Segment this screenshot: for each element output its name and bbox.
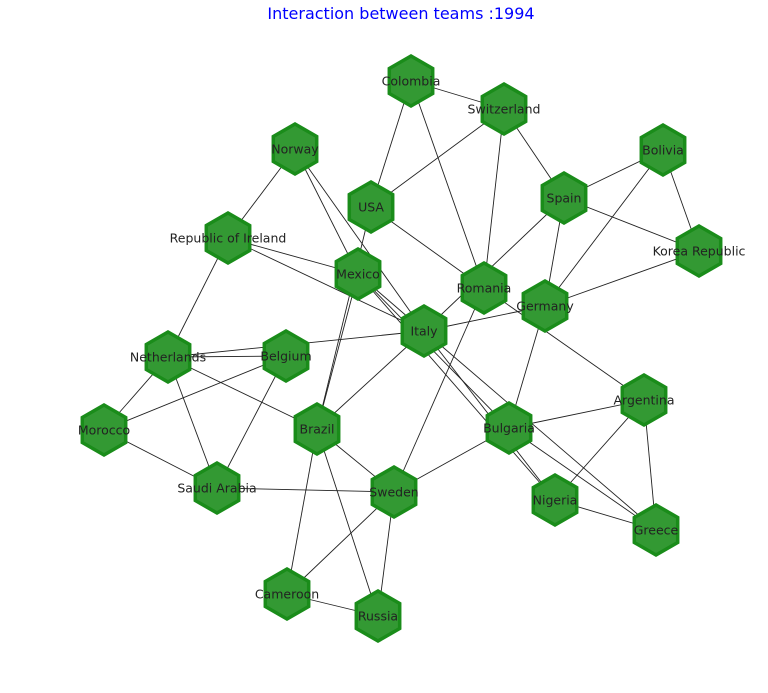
- edge-colombia-romania: [410, 80, 485, 289]
- edge-spain-italy: [423, 197, 565, 332]
- edge-korea-republic-germany: [544, 250, 700, 307]
- node-morocco: Morocco: [78, 402, 130, 458]
- node-label: Sweden: [369, 485, 418, 500]
- edge-brazil-cameroon: [286, 428, 318, 595]
- hexagon-node-shape: [531, 472, 579, 528]
- hexagon-node-shape: [204, 210, 252, 266]
- node-label: Russia: [358, 609, 398, 624]
- hexagon-node-shape: [632, 502, 680, 558]
- node-sweden: Sweden: [369, 464, 419, 520]
- node-saudi-arabia: Saudi Arabia: [177, 460, 257, 516]
- node-label: Romania: [457, 281, 512, 296]
- hexagon-node-shape: [334, 246, 382, 302]
- node-label: Norway: [271, 142, 319, 157]
- hexagon-node-shape: [354, 588, 402, 644]
- edge-saudi-arabia-sweden: [216, 487, 395, 493]
- edges-layer: [103, 80, 700, 617]
- edge-romania-argentina: [483, 287, 645, 401]
- edge-netherlands-brazil: [167, 356, 318, 430]
- hexagon-node-shape: [460, 260, 508, 316]
- node-cameroon: Cameroon: [255, 566, 319, 622]
- hexagon-node-shape: [193, 460, 241, 516]
- node-label: Nigeria: [533, 493, 578, 508]
- node-bulgaria: Bulgaria: [483, 400, 535, 456]
- hexagon-node-shape: [620, 372, 668, 428]
- edge-republic-of-ireland-italy: [227, 237, 425, 332]
- hexagon-node-shape: [80, 402, 128, 458]
- node-norway: Norway: [271, 121, 319, 177]
- edge-sweden-cameroon: [286, 491, 395, 595]
- hexagon-node-shape: [263, 566, 311, 622]
- edge-italy-greece: [423, 330, 657, 531]
- node-usa: USA: [347, 179, 395, 235]
- node-label: Germany: [516, 299, 574, 314]
- hexagon-node-shape: [400, 303, 448, 359]
- edge-mexico-brazil: [316, 273, 359, 430]
- node-label: Italy: [410, 324, 438, 339]
- hexagon-node-shape: [144, 329, 192, 385]
- edge-switzerland-usa: [370, 108, 505, 208]
- node-label: Spain: [547, 191, 582, 206]
- hexagon-node-shape: [262, 328, 310, 384]
- node-label: Cameroon: [255, 587, 319, 602]
- hexagon-node-shape: [639, 122, 687, 178]
- node-label: USA: [358, 200, 384, 215]
- node-label: Morocco: [78, 423, 130, 438]
- node-russia: Russia: [354, 588, 402, 644]
- edge-bolivia-germany: [544, 149, 664, 307]
- node-label: Switzerland: [468, 102, 541, 117]
- node-label: Colombia: [382, 74, 441, 89]
- node-label: Saudi Arabia: [177, 481, 256, 496]
- node-mexico: Mexico: [334, 246, 382, 302]
- node-label: Greece: [634, 523, 679, 538]
- node-label: Bolivia: [642, 143, 684, 158]
- edge-norway-italy: [294, 148, 425, 332]
- node-label: Belgium: [260, 349, 311, 364]
- node-korea-republic: Korea Republic: [653, 223, 746, 279]
- edge-switzerland-romania: [483, 108, 505, 289]
- edge-brazil-russia: [316, 428, 379, 617]
- node-label: Republic of Ireland: [170, 231, 287, 246]
- edge-mexico-nigeria: [357, 273, 556, 501]
- node-republic-of-ireland: Republic of Ireland: [170, 210, 287, 266]
- hexagon-node-shape: [271, 121, 319, 177]
- node-label: Netherlands: [130, 350, 206, 365]
- node-romania: Romania: [457, 260, 512, 316]
- node-label: Mexico: [336, 267, 380, 282]
- node-colombia: Colombia: [382, 53, 441, 109]
- edge-belgium-morocco: [103, 355, 287, 431]
- hexagon-node-shape: [480, 81, 528, 137]
- node-argentina: Argentina: [614, 372, 675, 428]
- node-bolivia: Bolivia: [639, 122, 687, 178]
- node-greece: Greece: [632, 502, 680, 558]
- hexagon-node-shape: [347, 179, 395, 235]
- node-nigeria: Nigeria: [531, 472, 579, 528]
- hexagon-node-shape: [540, 170, 588, 226]
- node-belgium: Belgium: [260, 328, 312, 384]
- edge-bulgaria-greece: [508, 427, 657, 531]
- node-germany: Germany: [516, 278, 574, 334]
- node-label: Korea Republic: [653, 244, 746, 259]
- hexagon-node-shape: [370, 464, 418, 520]
- hexagon-node-shape: [675, 223, 723, 279]
- node-switzerland: Switzerland: [468, 81, 541, 137]
- hexagon-node-shape: [485, 400, 533, 456]
- hexagon-node-shape: [387, 53, 435, 109]
- node-label: Brazil: [300, 422, 335, 437]
- node-italy: Italy: [400, 303, 448, 359]
- hexagon-node-shape: [293, 401, 341, 457]
- node-brazil: Brazil: [293, 401, 341, 457]
- node-label: Argentina: [614, 393, 675, 408]
- node-label: Bulgaria: [483, 421, 535, 436]
- edge-usa-brazil: [316, 206, 372, 430]
- node-netherlands: Netherlands: [130, 329, 206, 385]
- chart-title: Interaction between teams :1994: [267, 4, 534, 23]
- edge-belgium-saudi-arabia: [216, 355, 287, 489]
- hexagon-node-shape: [521, 278, 569, 334]
- node-spain: Spain: [540, 170, 588, 226]
